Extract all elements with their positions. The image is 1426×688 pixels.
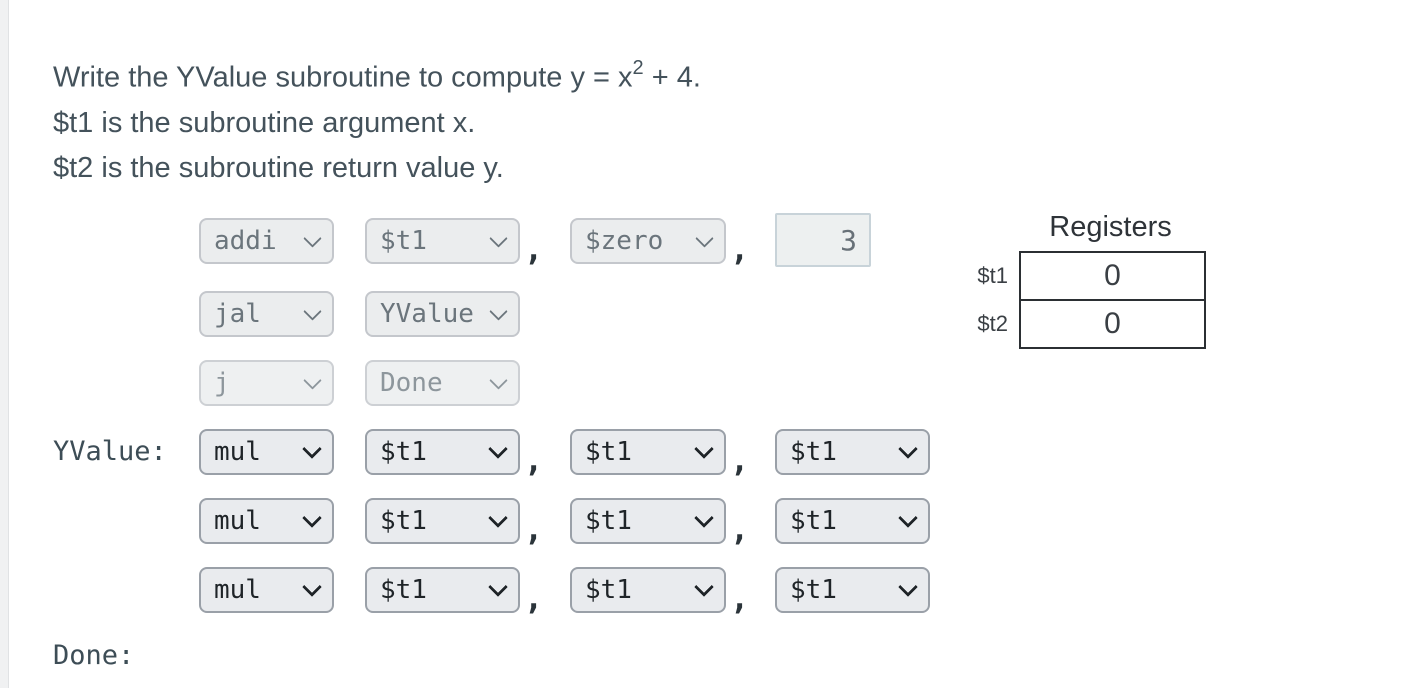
select-value: $t1	[380, 506, 427, 536]
prompt-line-3: $t2 is the subroutine return value y.	[53, 151, 504, 184]
select-value: addi	[214, 226, 277, 256]
chevron-down-icon	[303, 228, 322, 248]
chevron-down-icon	[898, 577, 918, 597]
prompt-line-1: Write the YValue subroutine to compute y…	[53, 48, 701, 101]
operand1-select-row1[interactable]: $t1	[365, 218, 520, 264]
label-yvalue: YValue:	[53, 436, 167, 467]
select-value: Done	[380, 368, 443, 398]
comma-separator: ,	[730, 579, 750, 617]
exponent: 2	[632, 57, 644, 79]
select-value: $t1	[585, 506, 632, 536]
chevron-down-icon	[489, 370, 508, 390]
select-value: mul	[214, 575, 261, 605]
chevron-down-icon	[488, 439, 508, 459]
select-value: mul	[214, 506, 261, 536]
operand2-select-row1[interactable]: $zero	[570, 218, 726, 264]
registers-title: Registers	[1049, 211, 1172, 243]
registers-table: 0 0	[1019, 251, 1206, 349]
select-value: $t1	[585, 437, 632, 467]
operand2-select-row5[interactable]: $t1	[570, 498, 726, 544]
prompt-line-1-suffix: + 4.	[643, 61, 701, 94]
opcode-select-row5[interactable]: mul	[199, 498, 334, 544]
chevron-down-icon	[489, 228, 508, 248]
opcode-select-row3[interactable]: j	[199, 360, 334, 406]
comma-separator: ,	[524, 230, 544, 268]
chevron-down-icon	[488, 577, 508, 597]
select-value: $zero	[585, 226, 664, 256]
select-value: $t1	[380, 575, 427, 605]
chevron-down-icon	[489, 301, 508, 321]
chevron-down-icon	[303, 370, 322, 390]
select-value: $t1	[585, 575, 632, 605]
chevron-down-icon	[302, 508, 322, 528]
operand1-select-row4[interactable]: $t1	[365, 429, 520, 475]
select-value: $t1	[380, 226, 427, 256]
register-value-t1: 0	[1021, 253, 1204, 301]
operand2-select-row6[interactable]: $t1	[570, 567, 726, 613]
chevron-down-icon	[695, 228, 714, 248]
select-value: $t1	[790, 506, 837, 536]
opcode-select-row4[interactable]: mul	[199, 429, 334, 475]
comma-separator: ,	[730, 441, 750, 479]
chevron-down-icon	[302, 439, 322, 459]
chevron-down-icon	[898, 439, 918, 459]
chevron-down-icon	[488, 508, 508, 528]
select-value: $t1	[790, 437, 837, 467]
target-select-row3[interactable]: Done	[365, 360, 520, 406]
comma-separator: ,	[524, 579, 544, 617]
exercise-prompt: Write the YValue subroutine to compute y…	[53, 48, 701, 191]
register-value-t2: 0	[1104, 307, 1121, 340]
chevron-down-icon	[303, 301, 322, 321]
opcode-select-row1[interactable]: addi	[199, 218, 334, 264]
left-panel-border	[0, 0, 9, 688]
prompt-line-1-prefix: Write the YValue subroutine to compute y…	[53, 61, 633, 94]
chevron-down-icon	[694, 439, 714, 459]
opcode-select-row2[interactable]: jal	[199, 291, 334, 337]
comma-separator: ,	[730, 510, 750, 548]
prompt-line-2: $t1 is the subroutine argument x.	[53, 106, 476, 139]
immediate-value-input[interactable]	[775, 213, 871, 267]
opcode-select-row6[interactable]: mul	[199, 567, 334, 613]
chevron-down-icon	[694, 508, 714, 528]
register-name-t2: $t2	[977, 311, 1008, 336]
select-value: $t1	[790, 575, 837, 605]
operand1-select-row6[interactable]: $t1	[365, 567, 520, 613]
register-name-t1: $t1	[977, 263, 1008, 288]
operand3-select-row4[interactable]: $t1	[775, 429, 930, 475]
operand2-select-row4[interactable]: $t1	[570, 429, 726, 475]
operand3-select-row5[interactable]: $t1	[775, 498, 930, 544]
label-done: Done:	[53, 640, 135, 671]
comma-separator: ,	[730, 230, 750, 268]
chevron-down-icon	[898, 508, 918, 528]
select-value: j	[214, 368, 230, 398]
chevron-down-icon	[694, 577, 714, 597]
select-value: mul	[214, 437, 261, 467]
comma-separator: ,	[524, 510, 544, 548]
select-value: $t1	[380, 437, 427, 467]
select-value: jal	[214, 299, 261, 329]
select-value: YValue	[380, 299, 474, 329]
target-select-row2[interactable]: YValue	[365, 291, 520, 337]
chevron-down-icon	[302, 577, 322, 597]
operand1-select-row5[interactable]: $t1	[365, 498, 520, 544]
operand3-select-row6[interactable]: $t1	[775, 567, 930, 613]
comma-separator: ,	[524, 441, 544, 479]
